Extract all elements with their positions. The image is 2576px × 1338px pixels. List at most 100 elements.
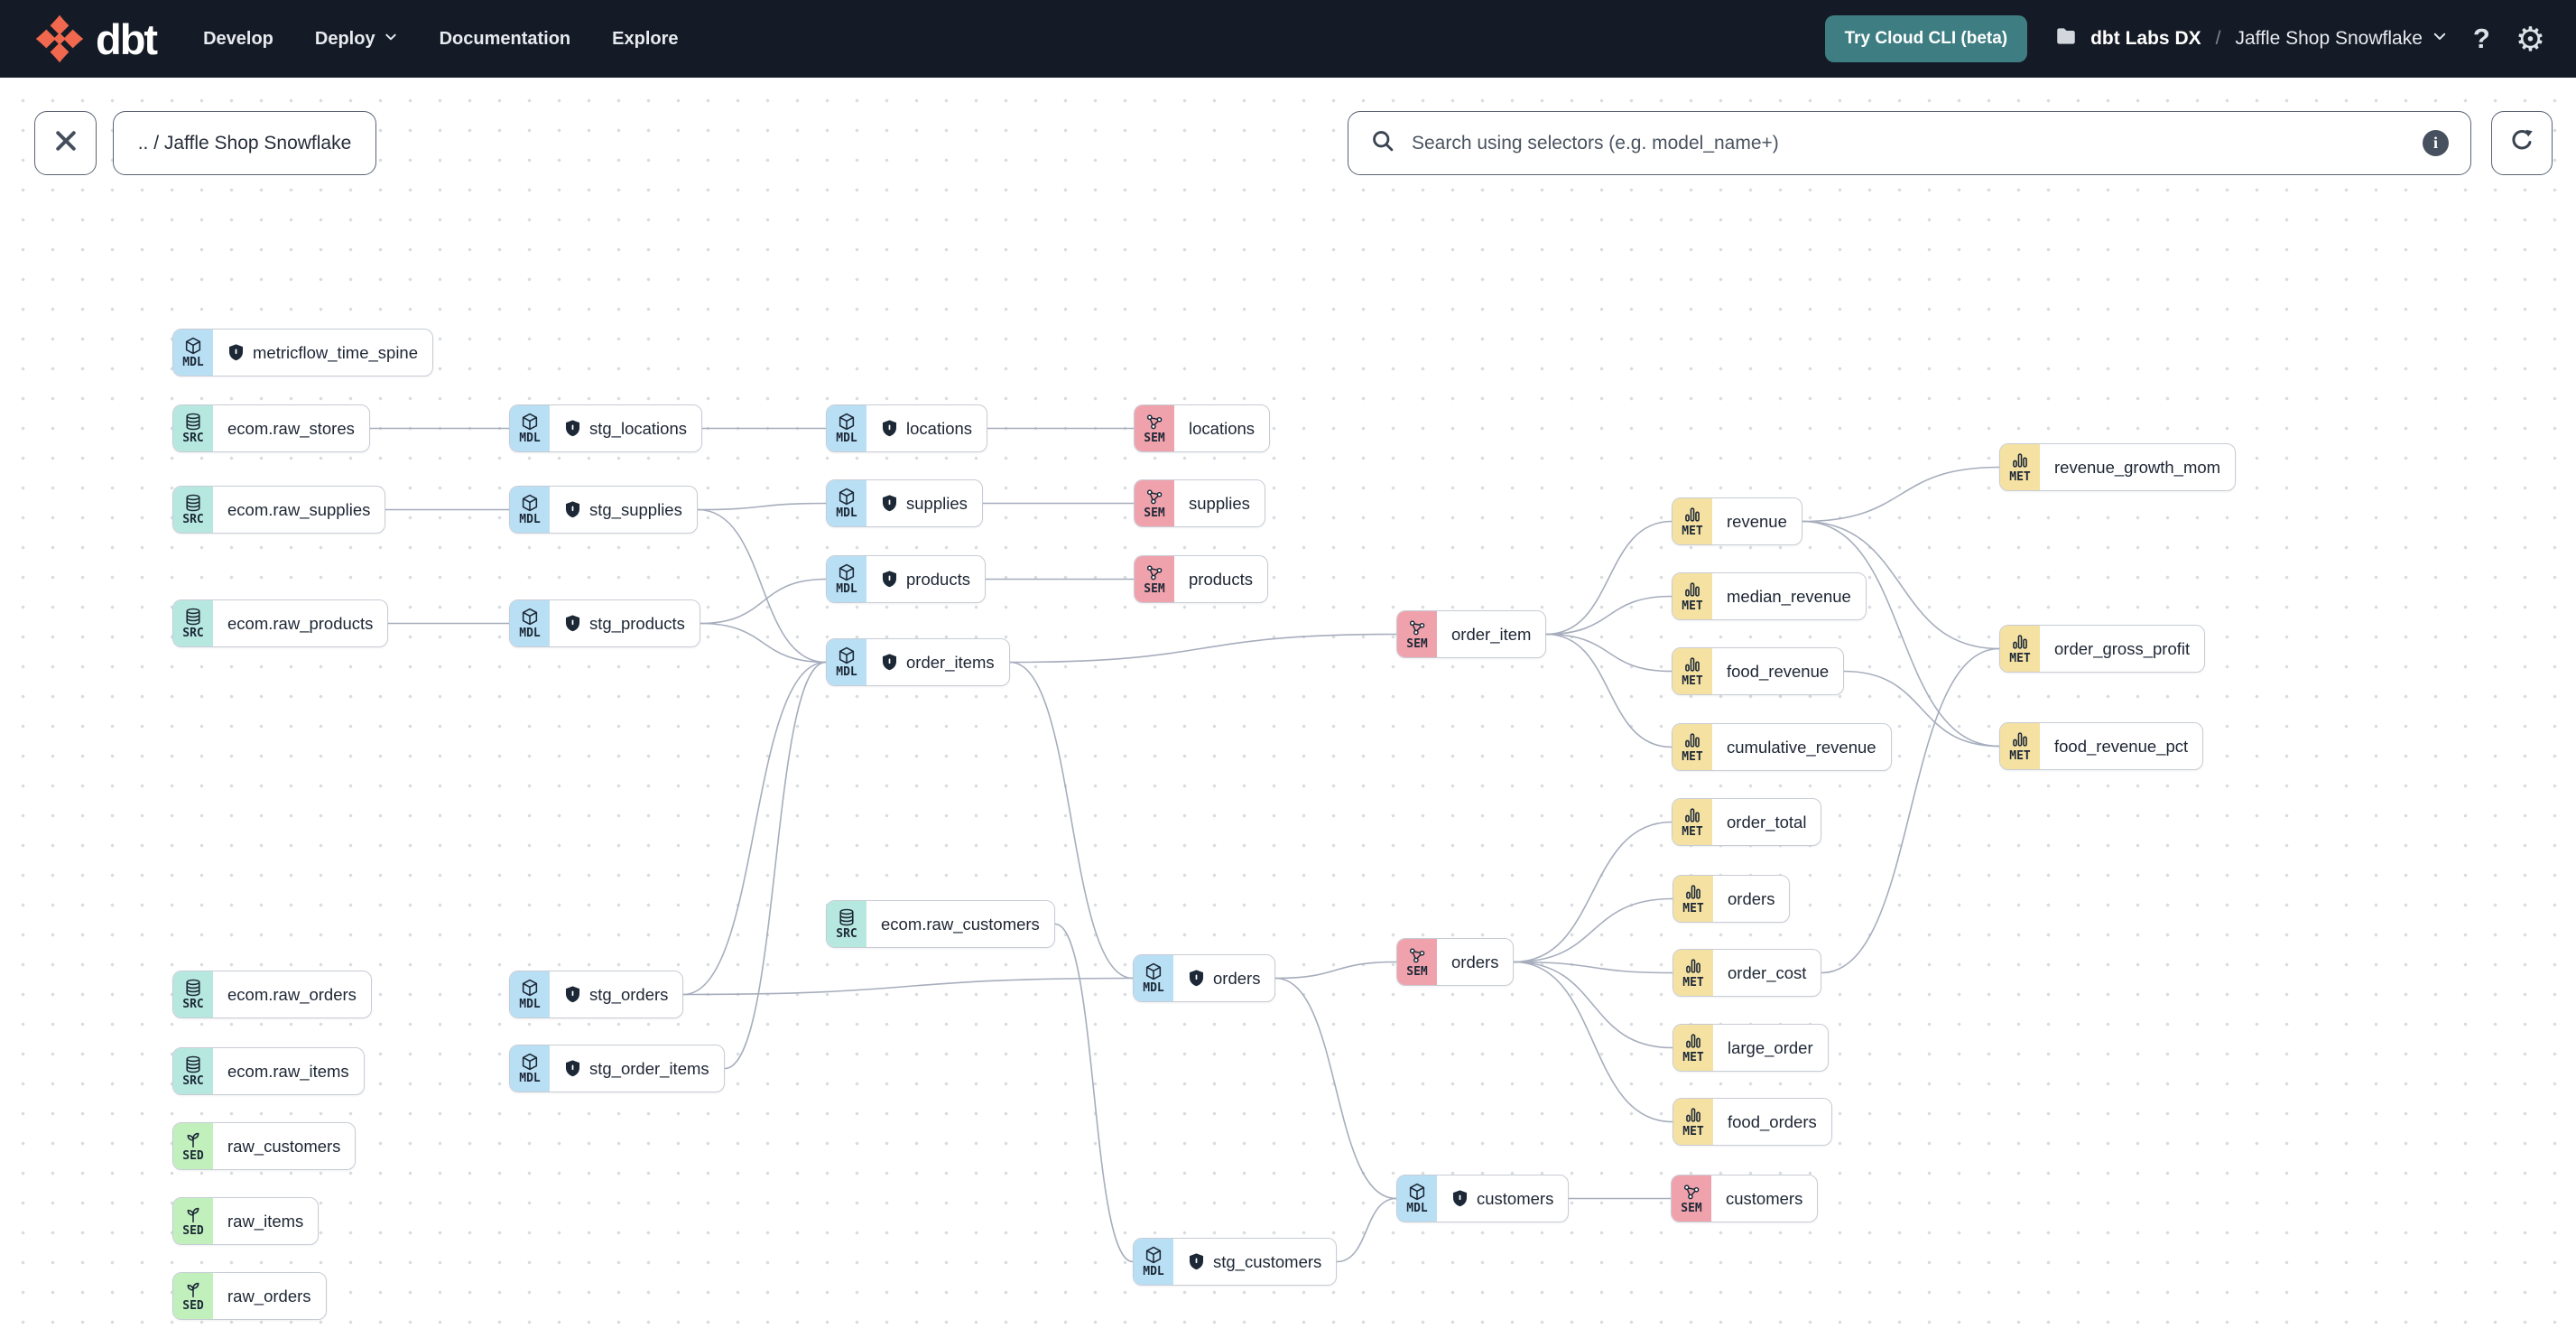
nav-item-deploy[interactable]: Deploy — [315, 29, 398, 50]
cube-icon: MDL — [827, 639, 866, 685]
database-icon: SRC — [173, 1048, 213, 1094]
shield-icon — [564, 614, 581, 633]
semantic-graph-icon: SEM — [1135, 405, 1174, 451]
cube-icon: MDL — [1134, 1239, 1173, 1285]
close-lineage-button[interactable] — [34, 111, 97, 175]
node-seed_raw_customers[interactable]: SED raw_customers — [172, 1122, 357, 1170]
node-label: orders — [1213, 968, 1261, 988]
node-label: supplies — [1189, 493, 1250, 513]
bar-chart-icon: MET — [1673, 724, 1712, 770]
shield-icon — [881, 570, 898, 589]
shield-icon — [1188, 1252, 1205, 1271]
chevron-down-icon — [384, 29, 398, 50]
bar-chart-icon: MET — [1673, 573, 1712, 619]
cube-icon: MDL — [510, 1045, 550, 1092]
nav-right: Try Cloud CLI (beta) dbt Labs DX / Jaffl… — [1824, 15, 2545, 62]
nav-item-explore[interactable]: Explore — [612, 28, 679, 49]
project-selector[interactable]: Jaffle Shop Snowflake — [2235, 28, 2447, 50]
node-label: stg_orders — [589, 984, 669, 1004]
node-src_raw_customers[interactable]: SRC ecom.raw_customers — [826, 900, 1055, 948]
shield-icon — [881, 494, 898, 513]
node-label: order_gross_profit — [2054, 638, 2191, 658]
breadcrumb-label: .. / Jaffle Shop Snowflake — [137, 132, 352, 153]
top-navbar: dbt Develop Deploy Documentation Explore Tr… — [0, 0, 2576, 78]
refresh-button[interactable] — [2491, 111, 2553, 175]
workspace-selector[interactable]: dbt Labs DX / Jaffle Shop Snowflake — [2052, 24, 2448, 53]
node-stg_order_items[interactable]: MDL stg_order_items — [509, 1045, 725, 1092]
semantic-graph-icon: SEM — [1397, 939, 1437, 985]
cube-icon: MDL — [1397, 1175, 1437, 1222]
node-seed_raw_orders[interactable]: SED raw_orders — [172, 1272, 327, 1320]
path-separator: / — [2215, 28, 2221, 49]
shield-icon — [564, 985, 581, 1004]
seedling-icon: SED — [173, 1123, 213, 1169]
try-cloud-cli-button[interactable]: Try Cloud CLI (beta) — [1824, 15, 2028, 62]
node-label: customers — [1726, 1188, 1803, 1208]
node-label: median_revenue — [1727, 586, 1851, 606]
search-input[interactable] — [1410, 131, 2408, 155]
brand[interactable]: dbt — [34, 14, 158, 64]
breadcrumb[interactable]: .. / Jaffle Shop Snowflake — [113, 111, 376, 175]
help-icon[interactable]: ? — [2472, 23, 2490, 54]
database-icon: SRC — [827, 901, 866, 947]
nav-item-documentation[interactable]: Documentation — [439, 28, 571, 49]
cube-icon: MDL — [510, 487, 550, 533]
node-label: raw_customers — [227, 1136, 341, 1156]
node-label: food_revenue — [1727, 661, 1830, 681]
node-sem_customers[interactable]: SEM customers — [1671, 1175, 1819, 1222]
refresh-icon — [2508, 127, 2535, 159]
shield-icon — [1188, 969, 1205, 988]
cube-icon: MDL — [827, 480, 866, 526]
node-label: supplies — [906, 493, 968, 513]
seedling-icon: SED — [173, 1273, 213, 1319]
node-met_median_revenue[interactable]: MET median_revenue — [1672, 572, 1867, 620]
gear-icon[interactable]: ⚙ — [2515, 20, 2545, 58]
nav-item-develop[interactable]: Develop — [203, 28, 273, 49]
bar-chart-icon: MET — [2000, 626, 2040, 672]
node-label: raw_orders — [227, 1286, 311, 1305]
node-met_order_gross_profit[interactable]: MET order_gross_profit — [1999, 625, 2206, 673]
lineage-canvas[interactable]: .. / Jaffle Shop Snowflake i MDLmetricfl… — [0, 78, 2576, 1338]
cube-icon: MDL — [827, 556, 866, 602]
semantic-graph-icon: SEM — [1672, 1175, 1711, 1222]
node-label: stg_order_items — [589, 1058, 709, 1078]
node-label: cumulative_revenue — [1727, 737, 1876, 757]
node-mdl_supplies[interactable]: MDL supplies — [826, 479, 983, 527]
info-icon[interactable]: i — [2423, 130, 2449, 156]
node-label: ecom.raw_customers — [881, 914, 1040, 934]
cube-icon: MDL — [173, 330, 213, 376]
node-met_cumulative_revenue[interactable]: MET cumulative_revenue — [1672, 723, 1892, 771]
node-label: stg_products — [589, 613, 685, 633]
